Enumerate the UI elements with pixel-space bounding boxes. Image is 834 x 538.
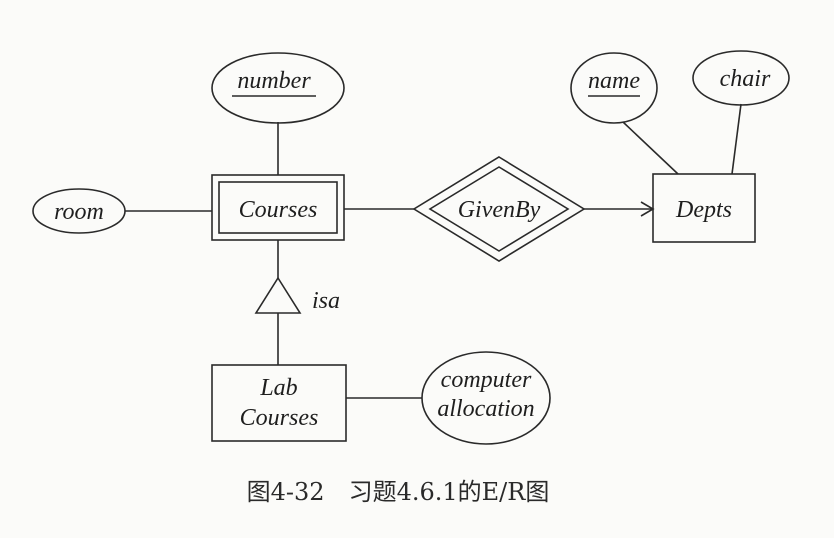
- isa-triangle: isa: [254, 276, 340, 314]
- relationship-givenby: GivenBy: [412, 156, 586, 262]
- entity-lab-courses-label-line2: Courses: [240, 405, 319, 431]
- attribute-number-label: number: [237, 68, 311, 94]
- figure-caption: 图4-32 习题4.6.1的E/R图: [247, 478, 550, 506]
- relationship-givenby-label: GivenBy: [458, 197, 541, 223]
- entity-courses-label: Courses: [239, 197, 318, 223]
- entity-depts-label: Depts: [675, 197, 732, 223]
- entity-lab-courses: Lab Courses: [211, 364, 347, 442]
- attribute-name-label: name: [588, 68, 640, 94]
- entity-lab-courses-label-line1: Lab: [259, 375, 297, 401]
- isa-label: isa: [312, 288, 340, 314]
- attribute-chair-label: chair: [720, 66, 771, 92]
- edge-chair-depts: [731, 103, 742, 175]
- entity-courses: Courses: [211, 174, 345, 241]
- entity-depts: Depts: [652, 173, 756, 243]
- attribute-computer-allocation-label-line1: computer: [441, 367, 532, 393]
- attribute-chair: chair: [692, 50, 790, 106]
- attribute-room: room: [32, 188, 126, 234]
- attribute-computer-allocation: computer allocation: [421, 351, 551, 445]
- attribute-number: number: [211, 52, 345, 124]
- attribute-computer-allocation-label-line2: allocation: [437, 396, 534, 422]
- edge-name-depts: [622, 121, 679, 175]
- attribute-room-label: room: [54, 199, 104, 225]
- attribute-name: name: [570, 52, 658, 124]
